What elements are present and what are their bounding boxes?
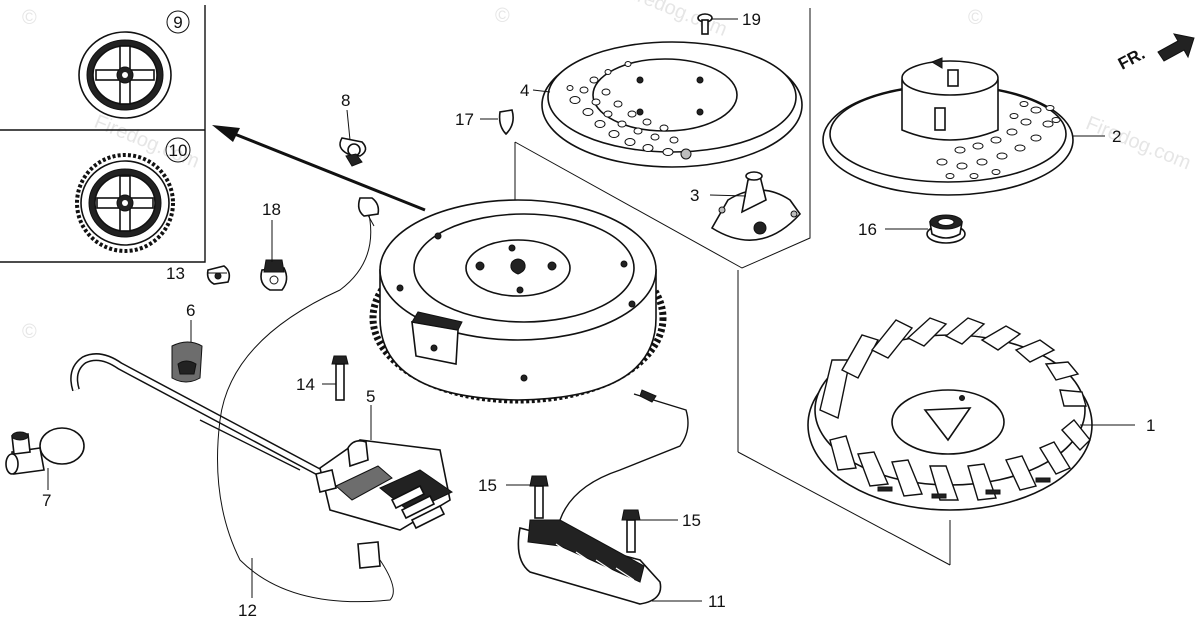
flywheel: [369, 199, 667, 404]
callout-label: 9: [173, 13, 182, 32]
callout-11: 11: [708, 592, 726, 611]
callout-17: 17: [455, 110, 474, 129]
watermark-text: Firedog.com: [619, 0, 730, 41]
inset-frame: [0, 5, 206, 263]
callout-15-b: 15: [682, 511, 701, 530]
part-6-grommet: [171, 341, 203, 383]
leader-lines: [47, 18, 1135, 602]
callout-label: 10: [169, 141, 188, 160]
part-14-bolt: [331, 355, 349, 401]
ignition-wiring: [70, 197, 689, 603]
callout-10: 10: [165, 137, 191, 163]
arrow-to-inset: [212, 125, 426, 212]
part-4-cover-plate: [541, 41, 803, 168]
callout-3: 3: [690, 186, 699, 205]
callout-13: 13: [166, 264, 185, 283]
part-7-stop-switch: [5, 427, 85, 475]
part-5-ignition-coil: [315, 439, 453, 531]
callout-1: 1: [1146, 416, 1155, 435]
part-15-bolt-b: [621, 509, 641, 553]
callout-7: 7: [42, 491, 51, 510]
front-direction-indicator: FR.: [1115, 33, 1195, 74]
part-9-starter-pulley: [78, 31, 172, 119]
part-11-charge-coil: [517, 519, 662, 605]
callout-5: 5: [366, 387, 375, 406]
part-17-woodruff-key: [498, 109, 514, 136]
front-arrow-icon: [1157, 33, 1195, 62]
copyright-symbol: ©: [22, 7, 37, 29]
part-2-fan-cover: [822, 57, 1074, 196]
callout-15-a: 15: [478, 476, 497, 495]
callout-8: 8: [341, 91, 350, 110]
callout-14: 14: [296, 375, 315, 394]
callout-labels: 1 2 3 4 5 6 7 8 13 12 14 15 15 16 17 18 …: [42, 10, 1155, 620]
watermark-text: Firedog.com: [1083, 112, 1194, 174]
callout-18: 18: [262, 200, 281, 219]
front-label: FR.: [1115, 44, 1148, 74]
part-15-bolt-a: [529, 475, 549, 519]
part-10-toothed-pulley: [75, 153, 175, 253]
copyright-symbol: ©: [22, 321, 37, 343]
part-3-starter-bracket: [710, 171, 802, 241]
part-16-flange-nut: [926, 214, 966, 244]
callout-9: 9: [166, 10, 190, 34]
part-18-clamp: [260, 259, 288, 291]
copyright-symbol: ©: [495, 5, 510, 27]
part-1-cooling-fan: [807, 317, 1093, 511]
part-19-screw: [697, 13, 713, 35]
copyright-symbol: ©: [968, 7, 983, 29]
callout-4: 4: [520, 81, 529, 100]
callout-2: 2: [1112, 127, 1121, 146]
part-13-clip: [206, 265, 231, 285]
part-8-wire-clip: [339, 137, 367, 167]
callout-6: 6: [186, 301, 195, 320]
callout-16: 16: [858, 220, 877, 239]
callout-19: 19: [742, 10, 761, 29]
callout-12: 12: [238, 601, 257, 620]
